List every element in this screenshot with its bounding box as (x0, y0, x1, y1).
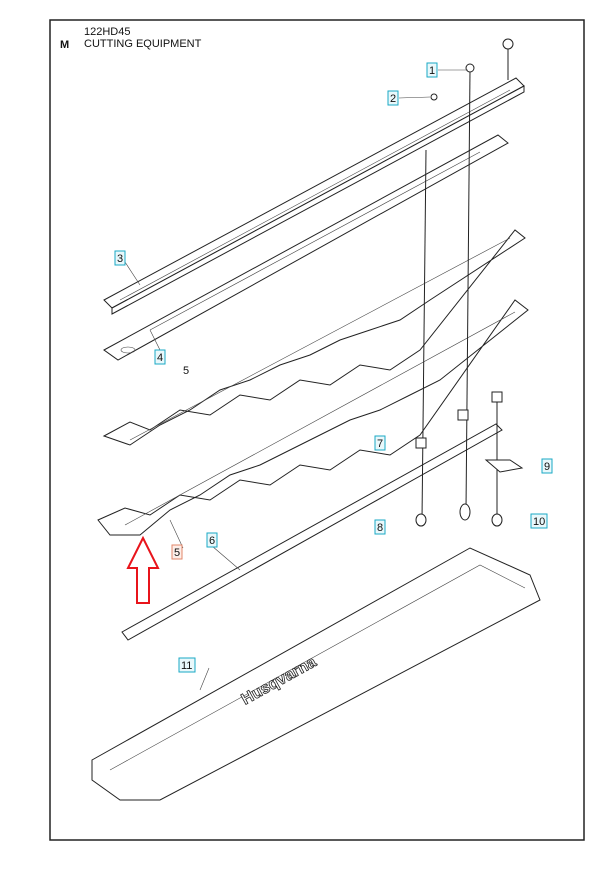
svg-text:1: 1 (429, 65, 435, 77)
callout-3[interactable]: 3 (114, 250, 126, 266)
svg-text:4: 4 (157, 352, 163, 364)
callout-5-lower-highlighted[interactable]: 5 (171, 544, 183, 560)
callout-7[interactable]: 7 (374, 435, 386, 451)
svg-text:5: 5 (183, 365, 189, 377)
part-6-strip (121, 423, 503, 641)
part-5-lower-blade (97, 299, 529, 536)
callout-2[interactable]: 2 (387, 90, 399, 106)
section-letter: M (60, 39, 69, 51)
svg-text:11: 11 (181, 660, 192, 672)
svg-text:3: 3 (117, 253, 123, 265)
callout-10[interactable]: 10 (530, 513, 548, 529)
part-3-blade-support-bar (103, 77, 525, 315)
leader-lines (124, 69, 468, 691)
callout-4[interactable]: 4 (154, 349, 166, 365)
svg-text:9: 9 (544, 461, 550, 473)
model-number: 122HD45 (84, 26, 130, 38)
section-title: CUTTING EQUIPMENT (84, 38, 202, 50)
callout-11[interactable]: 11 (178, 657, 196, 673)
callout-1[interactable]: 1 (426, 62, 438, 78)
svg-text:2: 2 (390, 93, 396, 105)
callout-6[interactable]: 6 (206, 532, 218, 548)
diagram-frame (49, 19, 585, 841)
callout-8[interactable]: 8 (374, 519, 386, 535)
part-5-upper-blade (102, 229, 526, 446)
callout-5-upper[interactable]: 5 (183, 365, 189, 377)
svg-text:8: 8 (377, 522, 383, 534)
bolts (415, 38, 524, 527)
svg-text:7: 7 (377, 438, 383, 450)
part-11-blade-guard: Husqvarna (91, 547, 541, 801)
svg-text:10: 10 (533, 516, 545, 528)
svg-text:5: 5 (174, 547, 180, 559)
part-4-plate (103, 134, 509, 361)
svg-text:6: 6 (209, 535, 215, 547)
callout-9[interactable]: 9 (541, 458, 553, 474)
highlight-arrow-icon (126, 535, 160, 604)
